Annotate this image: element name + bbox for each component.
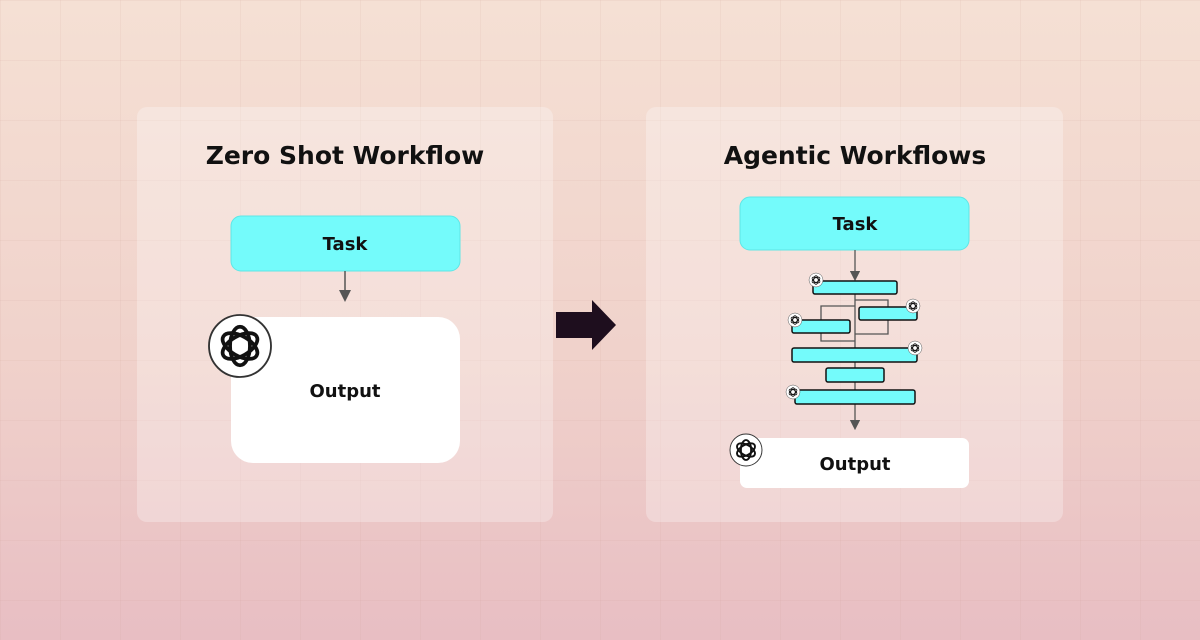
agent-step	[794, 389, 916, 405]
openai-logo-icon	[907, 340, 923, 356]
task-label: Task	[323, 234, 369, 255]
agent-step	[812, 280, 898, 295]
zero-shot-panel: Zero Shot Workflow Task Output	[137, 107, 553, 522]
agent-step	[825, 367, 885, 383]
openai-logo-icon	[207, 313, 273, 379]
openai-logo-icon	[808, 272, 824, 288]
openai-logo-icon	[787, 312, 803, 328]
openai-logo-icon	[785, 384, 801, 400]
output-box	[231, 317, 460, 463]
output-box	[740, 438, 969, 488]
openai-logo-icon	[905, 298, 921, 314]
output-label: Output	[309, 381, 380, 402]
agentic-title: Agentic Workflows	[724, 141, 987, 170]
zero-shot-title: Zero Shot Workflow	[206, 141, 485, 170]
agentic-panel: Agentic Workflows Task Output	[646, 107, 1063, 522]
transition-arrow-icon	[556, 300, 616, 350]
openai-logo-icon	[729, 433, 763, 467]
agent-step	[791, 347, 918, 363]
agent-steps	[791, 280, 918, 405]
output-label: Output	[819, 454, 890, 475]
agent-step	[858, 306, 918, 321]
task-label: Task	[833, 214, 879, 235]
